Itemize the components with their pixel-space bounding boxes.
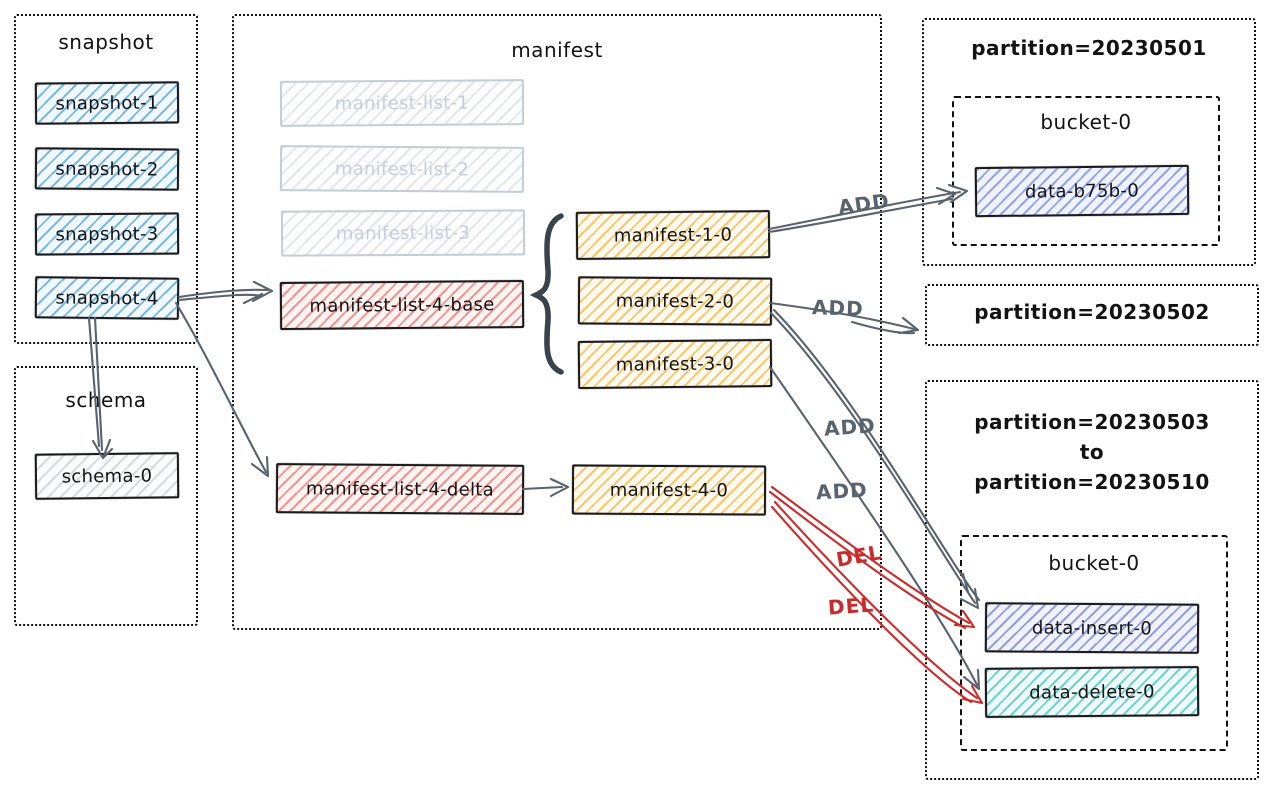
- schema-container-title: schema: [65, 388, 147, 412]
- schema-0-box: schema-0: [34, 452, 180, 500]
- snapshot-container-title: snapshot: [58, 30, 154, 54]
- schema-container: schema: [14, 366, 198, 626]
- edge-label-add-2: ADD: [811, 295, 865, 321]
- manifest-list-3-box: manifest-list-3: [280, 209, 526, 257]
- snapshot-2-box: snapshot-2: [34, 147, 180, 191]
- snapshot-1-label: snapshot-1: [55, 92, 159, 114]
- snapshot-4-label: snapshot-4: [55, 286, 159, 310]
- partition-20230502-container: partition=20230502: [925, 284, 1259, 346]
- data-b75b-0-box: data-b75b-0: [974, 164, 1190, 218]
- partition-range-title-line3: partition=20230510: [974, 470, 1210, 494]
- manifest-list-2-label: manifest-list-2: [334, 158, 470, 180]
- manifest-list-4-base-label: manifest-list-4-base: [309, 293, 495, 317]
- data-b75b-0-label: data-b75b-0: [1024, 179, 1140, 203]
- snapshot-container: snapshot: [14, 14, 198, 344]
- manifest-list-3-label: manifest-list-3: [335, 222, 471, 244]
- manifest-2-0-label: manifest-2-0: [615, 290, 735, 312]
- edge-label-add-3: ADD: [823, 413, 877, 441]
- bucket-0-top-container: bucket-0: [952, 96, 1220, 246]
- manifest-4-0-box: manifest-4-0: [571, 464, 767, 516]
- partition-range-title-line1: partition=20230503: [974, 410, 1210, 434]
- data-delete-0-label: data-delete-0: [1029, 680, 1155, 704]
- bucket-0-bottom-title: bucket-0: [1048, 551, 1140, 575]
- manifest-list-1-label: manifest-list-1: [334, 92, 470, 114]
- manifest-container-title: manifest: [511, 38, 603, 62]
- manifest-3-0-label: manifest-3-0: [615, 352, 735, 376]
- data-insert-0-label: data-insert-0: [1031, 617, 1153, 639]
- snapshot-4-box: snapshot-4: [34, 276, 180, 320]
- manifest-list-4-delta-label: manifest-list-4-delta: [305, 477, 495, 501]
- snapshot-2-label: snapshot-2: [55, 158, 159, 180]
- manifest-3-0-box: manifest-3-0: [577, 338, 773, 390]
- edge-label-del-2: DEL: [827, 592, 875, 620]
- snapshot-3-box: snapshot-3: [34, 212, 180, 256]
- manifest-1-0-box: manifest-1-0: [575, 210, 771, 260]
- bucket-0-top-title: bucket-0: [1040, 110, 1132, 134]
- manifest-1-0-label: manifest-1-0: [613, 223, 733, 247]
- manifest-4-0-label: manifest-4-0: [609, 479, 729, 501]
- data-insert-0-box: data-insert-0: [984, 602, 1200, 654]
- snapshot-1-box: snapshot-1: [34, 81, 180, 125]
- partition-20230501-container: partition=20230501: [922, 18, 1256, 266]
- partition-20230502-title: partition=20230502: [974, 300, 1210, 324]
- manifest-list-4-delta-box: manifest-list-4-delta: [275, 463, 525, 515]
- manifest-list-4-base-box: manifest-list-4-base: [279, 279, 525, 331]
- schema-0-label: schema-0: [61, 465, 153, 487]
- manifest-list-1-box: manifest-list-1: [279, 79, 525, 127]
- bucket-0-bottom-container: bucket-0: [960, 535, 1228, 751]
- partition-range-title-line2: to: [1079, 440, 1105, 464]
- edge-label-add-4: ADD: [815, 477, 869, 505]
- snapshot-3-label: snapshot-3: [55, 223, 159, 245]
- manifest-list-2-box: manifest-list-2: [279, 145, 525, 193]
- data-delete-0-box: data-delete-0: [984, 666, 1200, 718]
- partition-20230501-title: partition=20230501: [971, 36, 1207, 60]
- manifest-2-0-box: manifest-2-0: [577, 276, 773, 326]
